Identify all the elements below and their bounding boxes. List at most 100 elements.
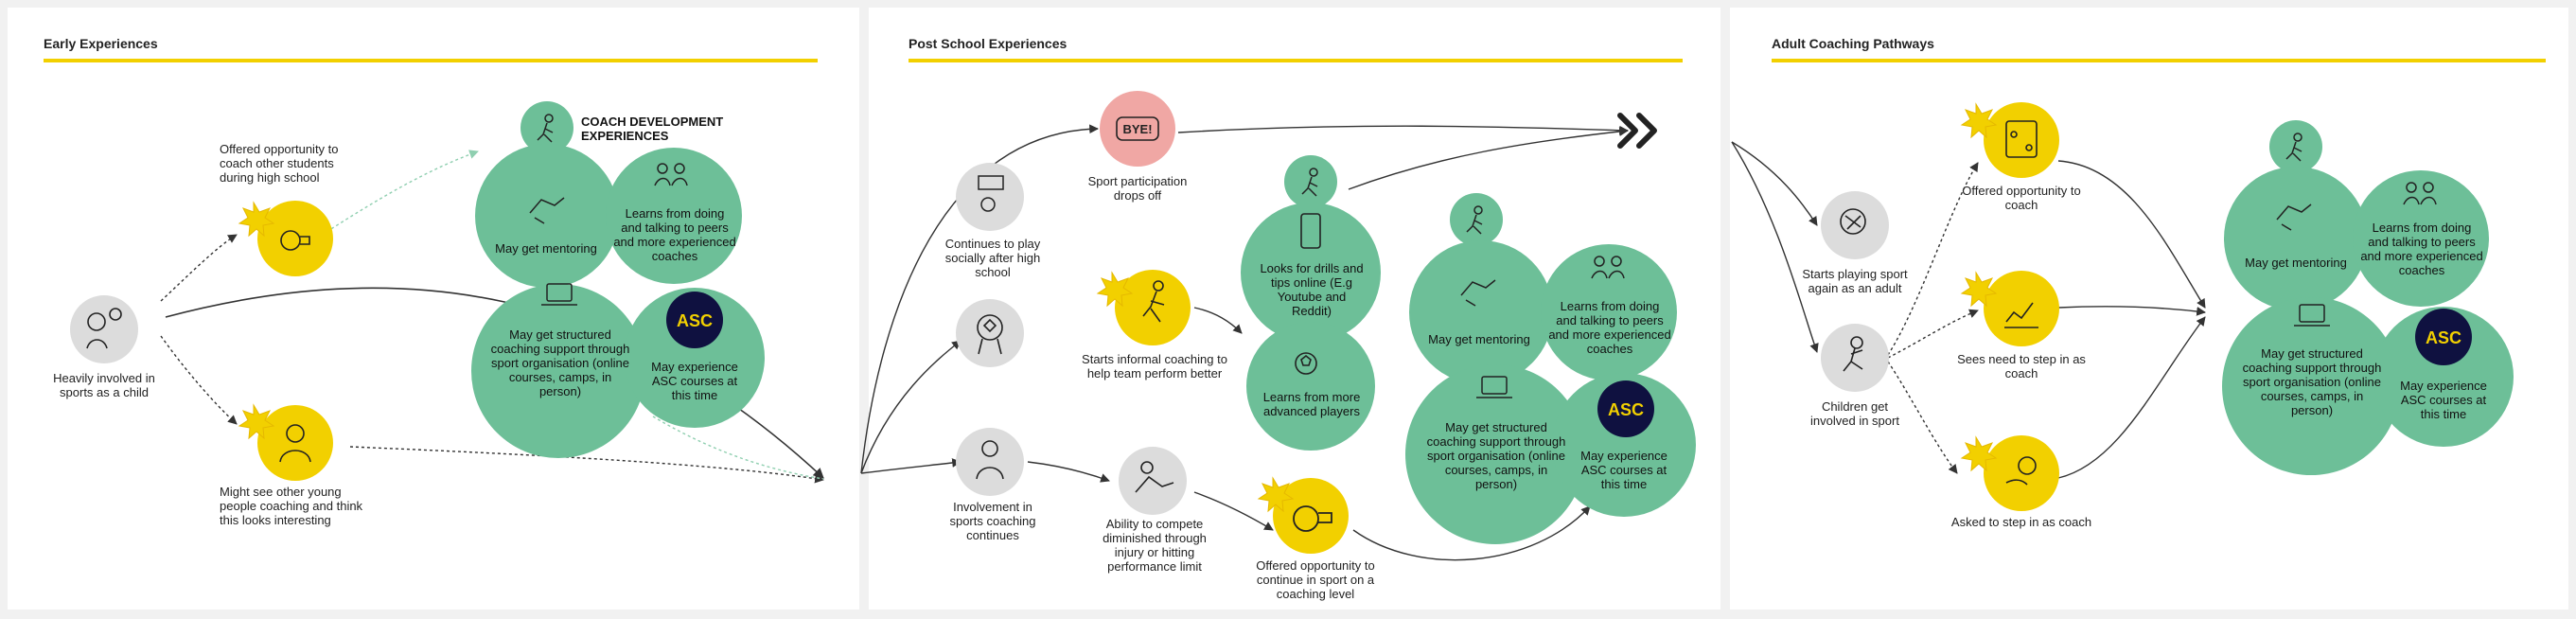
speech-bubble-icon	[1100, 91, 1175, 167]
label-sees-need: Sees need to step in as coach	[1957, 352, 2086, 380]
label-heavily-involved: Heavily involved in sports as a child	[53, 371, 155, 399]
coach-dev-cluster-post	[1405, 193, 1696, 544]
heading-coach-development: COACH DEVELOPMENT EXPERIENCES	[581, 115, 724, 143]
basketball-player-icon	[70, 295, 138, 363]
asc-badge	[2415, 309, 2472, 365]
label-learns-from-doing: Learns from doing and talking to peers a…	[613, 206, 736, 263]
label-asc-courses: May experience ASC courses at this time	[1580, 449, 1667, 491]
coach-dev-cluster-early	[471, 101, 765, 458]
asc-badge-label: ASC	[1608, 400, 1644, 419]
section-title-post: Post School Experiences	[909, 36, 1067, 51]
laptop-course-icon	[1476, 376, 1512, 398]
label-asc-courses: May experience ASC courses at this time	[2400, 379, 2487, 421]
group-talk-icon	[2403, 182, 2437, 205]
asc-badge	[666, 292, 723, 348]
speech-bubble-icon	[1116, 116, 1159, 141]
laptop-course-icon	[541, 283, 577, 306]
label-structured-support: May get structured coaching support thro…	[2242, 346, 2382, 417]
label-ability-diminished: Ability to compete diminished through in…	[1103, 517, 1207, 574]
whistle-icon	[1273, 478, 1349, 554]
clipboard-icon	[1984, 102, 2059, 178]
spark-badge	[1960, 102, 1998, 139]
child-kicking-icon	[1821, 324, 1889, 392]
soccer-ball-icon	[1295, 352, 1317, 375]
label-offered-continue: Offered opportunity to continue in sport…	[1256, 558, 1375, 601]
basketball-hoop-icon	[978, 175, 1004, 212]
spark-badge	[1257, 476, 1295, 513]
spark-badge	[1960, 271, 1998, 308]
coach-icon	[956, 428, 1024, 496]
spark-badge	[238, 201, 275, 238]
handshake-icon	[529, 197, 565, 224]
bye-text: BYE!	[1122, 122, 1152, 136]
phone-icon	[1300, 213, 1321, 249]
label-asked-to-step: Asked to step in as coach	[1950, 515, 2092, 529]
injured-player-icon	[1135, 461, 1174, 493]
label-learns-from-doing: Learns from doing and talking to peers a…	[2360, 221, 2483, 277]
label-informal-coaching: Starts informal coaching to help team pe…	[1082, 352, 1227, 380]
coach-icon	[976, 440, 1004, 480]
group-talk-icon	[1591, 256, 1625, 279]
label-might-see: Might see other young people coaching an…	[220, 485, 363, 527]
running-person-icon	[2285, 133, 2303, 162]
label-offered-coach-students: Offered opportunity to coach other stude…	[220, 142, 339, 185]
asc-badge	[1597, 380, 1654, 437]
group-talk-icon	[654, 163, 688, 186]
laptop-course-icon	[2294, 304, 2330, 327]
ribbon-award-icon	[956, 299, 1024, 367]
ribbon-award-icon	[977, 314, 1003, 355]
label-asc-courses: May experience ASC courses at this time	[651, 360, 738, 402]
handshake-icon	[1460, 279, 1496, 307]
asc-badge-label: ASC	[677, 311, 713, 330]
spark-badge	[238, 403, 275, 440]
jumping-player-icon	[1115, 270, 1191, 345]
ball-hand-icon	[1984, 435, 2059, 511]
clipboard-icon	[2005, 120, 2038, 158]
section-rule-adult	[1772, 59, 2546, 62]
child-kicking-icon	[1843, 336, 1863, 372]
basketball-player-icon	[86, 308, 122, 349]
tennis-racket-icon	[1840, 208, 1866, 235]
handshake-icon	[2276, 203, 2312, 231]
section-rule-early	[44, 59, 818, 62]
label-learns-advanced: Learns from more advanced players	[1262, 390, 1361, 418]
label-may-get-mentoring: May get mentoring	[2245, 256, 2347, 270]
label-drills-online: Looks for drills and tips online (E.g Yo…	[1260, 261, 1364, 318]
label-starts-playing: Starts playing sport again as an adult	[1802, 267, 1908, 295]
drills-cluster	[1241, 155, 1381, 451]
whistle-icon	[257, 201, 333, 276]
running-person-icon	[1301, 168, 1318, 197]
chart-hand-icon	[1984, 271, 2059, 346]
injured-player-icon	[1119, 447, 1187, 515]
section-title-adult: Adult Coaching Pathways	[1772, 36, 1934, 51]
double-chevron-icon	[1617, 113, 1657, 149]
section-rule-post	[909, 59, 1683, 62]
ball-hand-icon	[2005, 456, 2037, 486]
spark-badge	[1960, 435, 1998, 472]
running-person-icon	[1466, 205, 1483, 235]
label-may-get-mentoring: May get mentoring	[1428, 332, 1530, 346]
label-may-get-mentoring: May get mentoring	[495, 241, 597, 256]
spark-badge	[1096, 271, 1134, 308]
label-learns-from-doing: Learns from doing and talking to peers a…	[1548, 299, 1671, 356]
label-continues-social: Continues to play socially after high sc…	[944, 237, 1041, 279]
tennis-racket-icon	[1821, 191, 1889, 259]
connectors	[160, 124, 2206, 561]
whistle-icon	[280, 230, 310, 251]
label-children-involved: Children get involved in sport	[1810, 399, 1899, 428]
whistle-icon	[1293, 505, 1332, 532]
basketball-hoop-icon	[956, 163, 1024, 231]
label-drops-off: Sport participation drops off	[1087, 174, 1188, 203]
jumping-player-icon	[1142, 280, 1165, 323]
label-offered-coach: Offered opportunity to coach	[1962, 184, 2081, 212]
section-title-early: Early Experiences	[44, 36, 158, 51]
label-involvement-continues: Involvement in sports coaching continues	[949, 500, 1036, 542]
referee-icon	[257, 405, 333, 481]
chart-hand-icon	[2004, 302, 2038, 328]
running-person-icon	[537, 114, 554, 143]
label-structured-support: May get structured coaching support thro…	[490, 327, 630, 398]
asc-badge-label: ASC	[2426, 328, 2461, 347]
label-structured-support: May get structured coaching support thro…	[1426, 420, 1566, 491]
